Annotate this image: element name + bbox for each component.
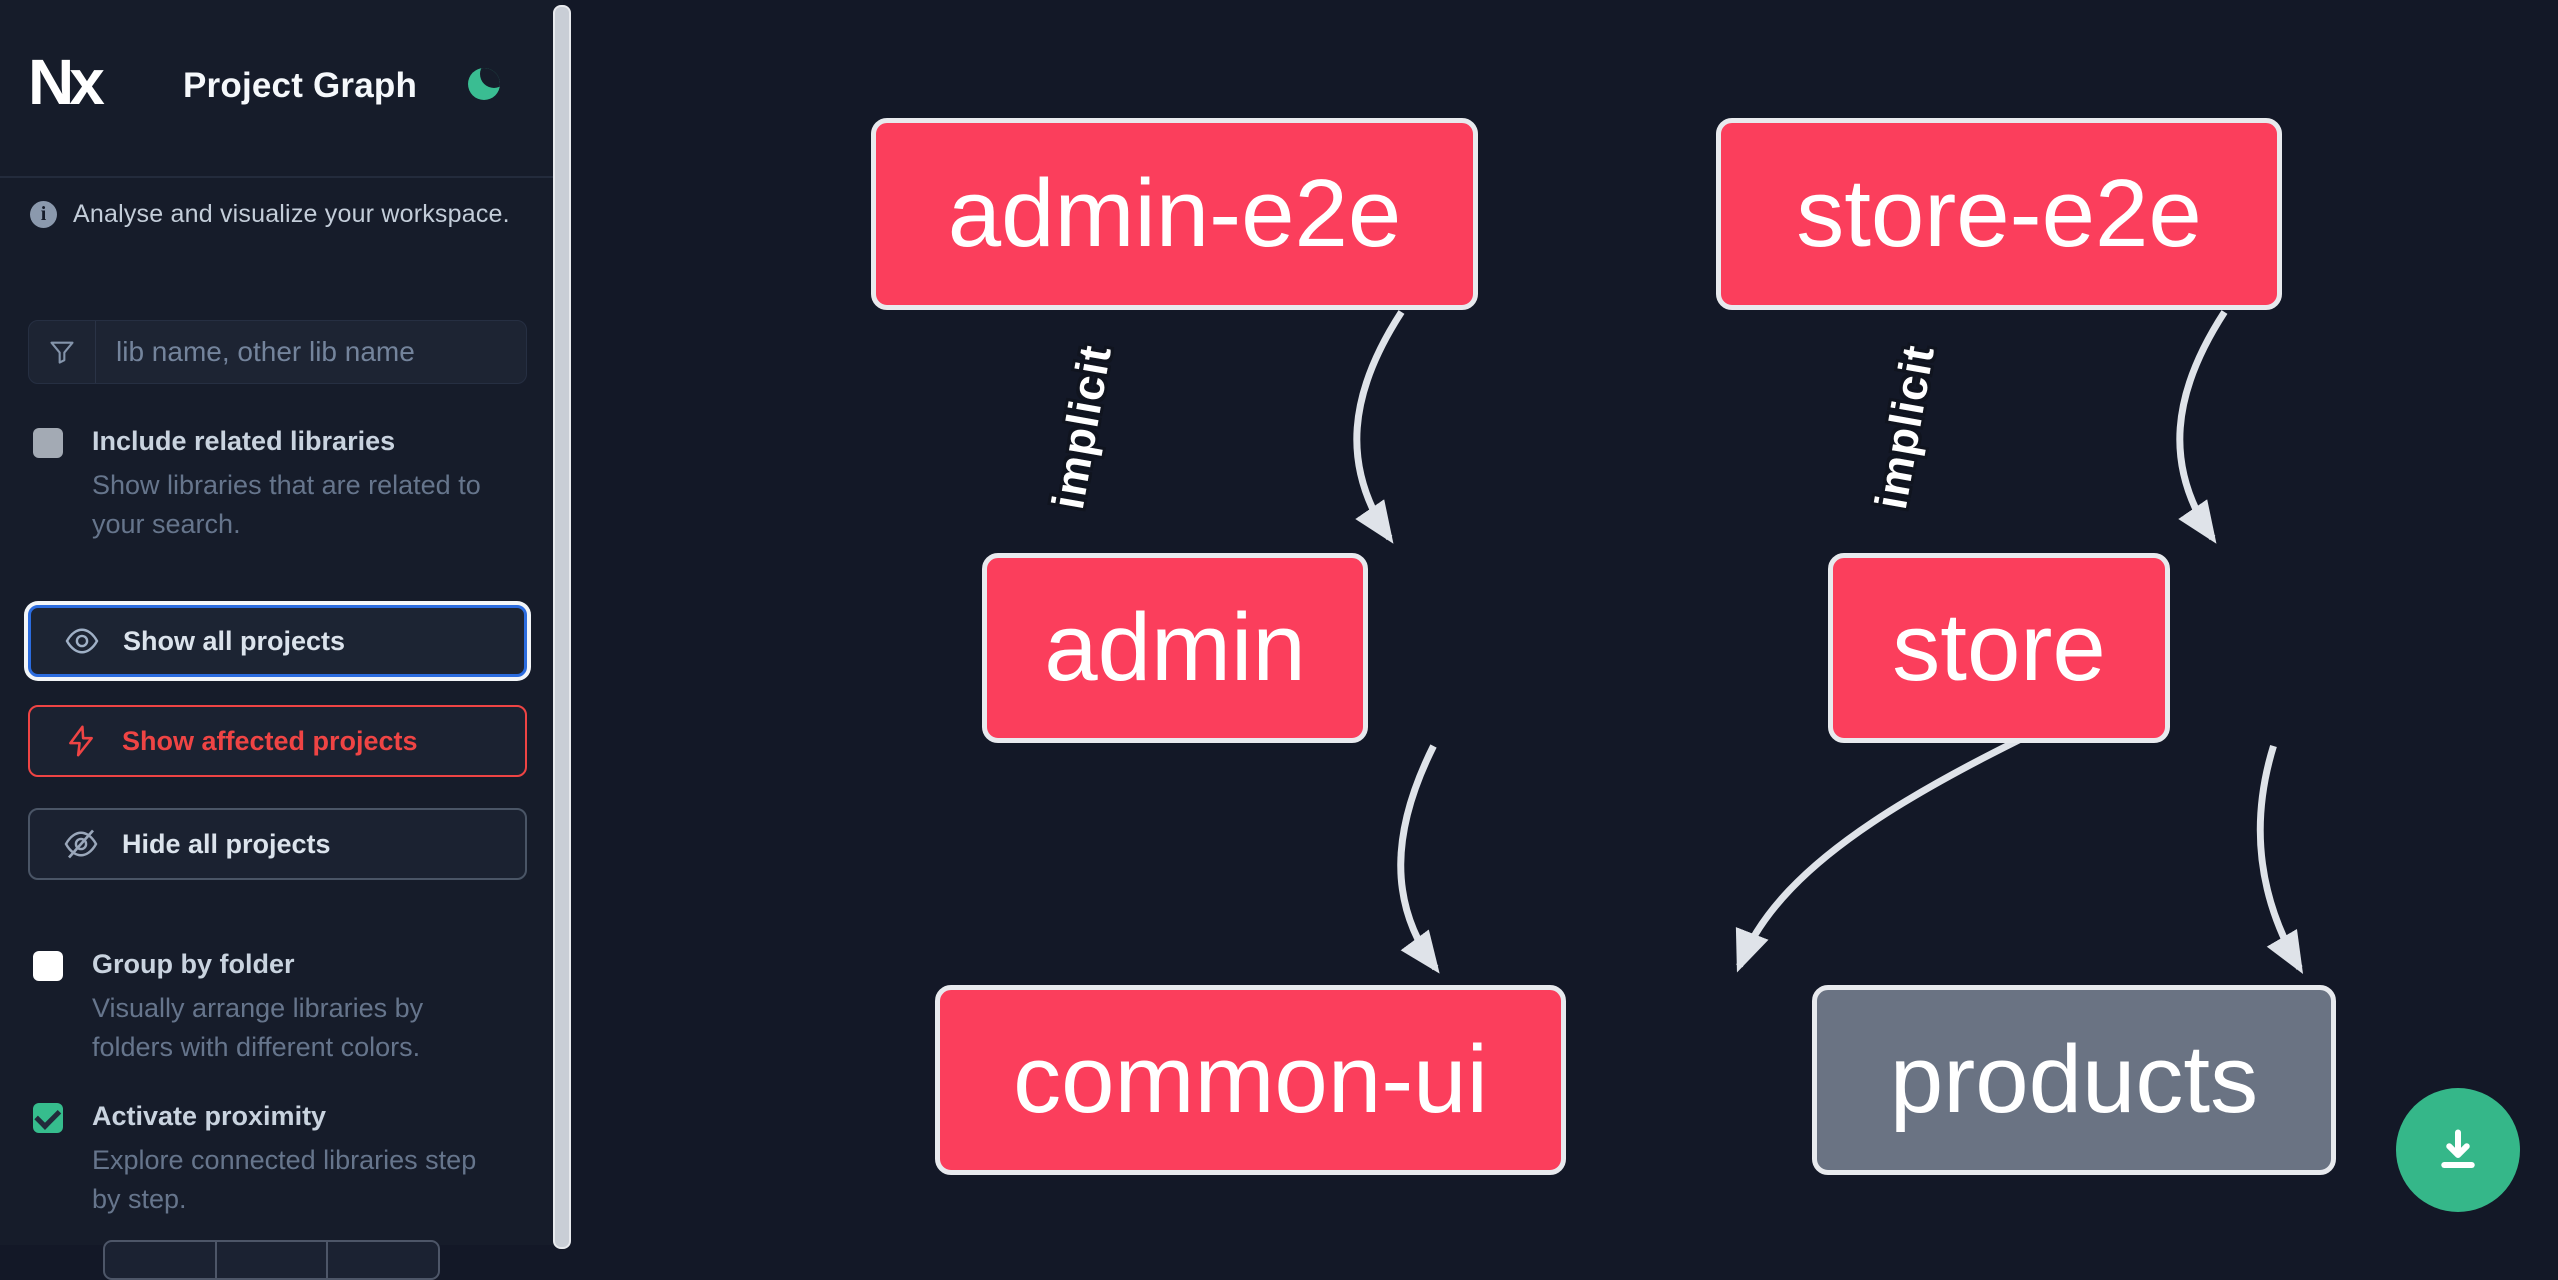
show-affected-projects-button[interactable]: Show affected projects	[28, 705, 527, 777]
toggle-description: Show libraries that are related to your …	[92, 470, 481, 539]
edge-admin-e2e-admin	[1353, 310, 1405, 544]
button-label: Hide all projects	[122, 828, 331, 859]
stepper-decrement[interactable]	[105, 1242, 217, 1278]
toggle-group-by-folder: Group by folder Visually arrange librari…	[33, 949, 513, 1079]
graph-node-products[interactable]: products	[1812, 985, 2336, 1175]
hide-all-projects-button[interactable]: Hide all projects	[28, 808, 527, 880]
workspace-info: i Analyse and visualize your workspace.	[30, 200, 530, 229]
toggle-label: Activate proximity	[92, 1101, 327, 1131]
info-text: Analyse and visualize your workspace.	[73, 200, 510, 228]
moon-icon	[468, 68, 500, 100]
proximity-stepper[interactable]	[103, 1240, 440, 1280]
toggle-activate-proximity: Activate proximity Explore connected lib…	[33, 1101, 513, 1231]
eye-icon	[63, 622, 101, 660]
toggle-label: Group by folder	[92, 949, 295, 979]
toggle-include-related: Include related libraries Show libraries…	[33, 426, 513, 556]
toggle-description: Visually arrange libraries by folders wi…	[92, 993, 424, 1062]
checkbox-include-related[interactable]	[33, 428, 63, 458]
stepper-value	[217, 1242, 329, 1278]
funnel-icon	[29, 321, 96, 383]
node-label: common-ui	[1013, 1026, 1488, 1133]
node-label: store-e2e	[1796, 160, 2202, 267]
button-label: Show affected projects	[122, 725, 418, 756]
download-image-button[interactable]	[2396, 1088, 2520, 1212]
edge-store-e2e-store	[2176, 310, 2228, 544]
search-box	[28, 320, 527, 384]
toggle-label: Include related libraries	[92, 426, 396, 456]
info-icon: i	[30, 201, 57, 228]
node-label: admin	[1044, 594, 1306, 701]
checkbox-activate-proximity[interactable]	[33, 1102, 63, 1133]
check-icon	[33, 1102, 61, 1130]
checkbox-group-by-folder[interactable]	[33, 951, 63, 981]
download-icon	[2441, 1129, 2475, 1168]
graph-node-admin[interactable]: admin	[982, 553, 1368, 743]
page-title: Project Graph	[183, 66, 418, 105]
edge-admin-common-ui	[1397, 744, 1440, 974]
toggle-description: Explore connected libraries step by step…	[92, 1145, 477, 1214]
node-label: products	[1889, 1026, 2259, 1133]
sidebar-scrollbar[interactable]	[553, 5, 571, 1249]
node-label: store	[1892, 594, 2106, 701]
edge-store-products	[2256, 744, 2304, 975]
nx-logo: Nx	[28, 46, 105, 118]
show-all-projects-button[interactable]: Show all projects	[28, 605, 527, 677]
node-label: admin-e2e	[947, 160, 1402, 267]
search-input[interactable]	[96, 321, 526, 383]
graph-node-common-ui[interactable]: common-ui	[935, 985, 1566, 1175]
bolt-icon	[62, 722, 100, 760]
sidebar: Nx Project Graph i Analyse and visualize…	[0, 0, 571, 1280]
graph-node-admin-e2e[interactable]: admin-e2e	[871, 118, 1478, 310]
graph-node-store[interactable]: store	[1828, 553, 2170, 743]
eye-slash-icon	[62, 825, 100, 863]
theme-toggle-button[interactable]	[468, 66, 506, 104]
sidebar-header: Nx Project Graph	[0, 0, 553, 178]
graph-node-store-e2e[interactable]: store-e2e	[1716, 118, 2282, 310]
button-label: Show all projects	[123, 625, 346, 656]
stepper-increment[interactable]	[328, 1242, 438, 1278]
